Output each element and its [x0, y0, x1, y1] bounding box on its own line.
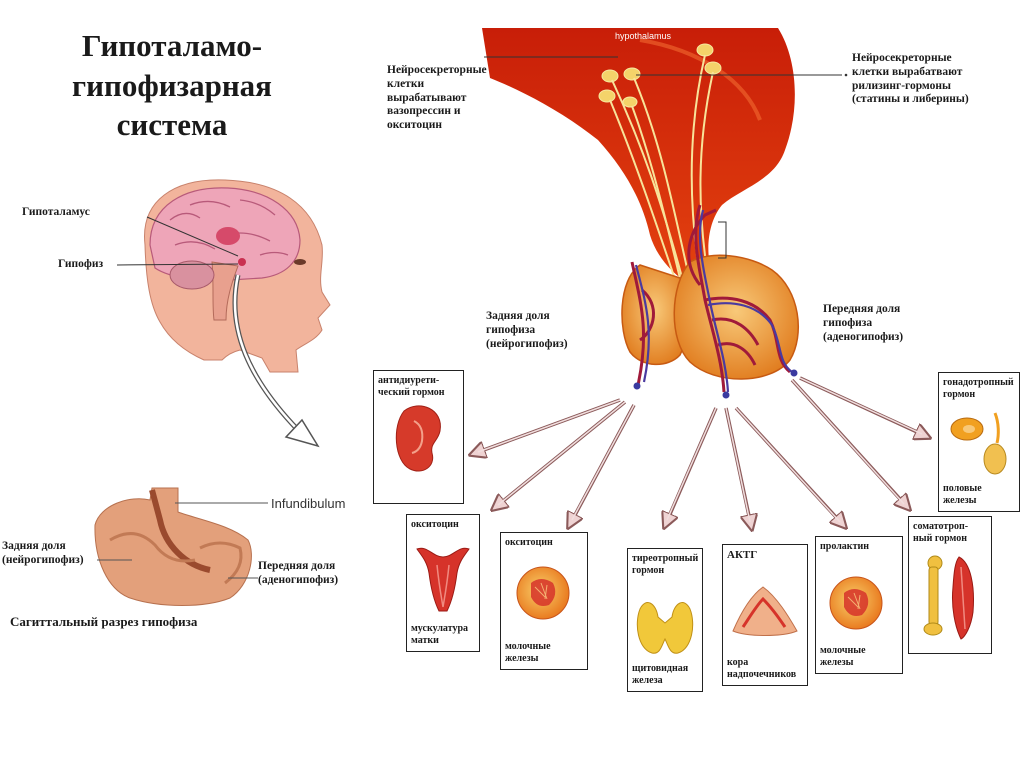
mammary-gland-icon [829, 576, 883, 630]
acth-target: кора надпочечников [727, 657, 797, 680]
anterior-lobe [673, 254, 800, 380]
hypothalamus-tissue [482, 28, 795, 285]
pituitary-dot [238, 258, 246, 266]
gonads-icon [950, 412, 1007, 475]
label-neurosecretory-right: Нейросекреторные клетки вырабатвают рили… [852, 52, 969, 106]
target-box-prolactin: пролактин молочные железы [815, 536, 903, 674]
label-posterior-lobe: Задняя доля гипофиза (нейрогипофиз) [486, 310, 568, 350]
uterus-icon [416, 547, 470, 612]
label-section-anterior: Передняя доля (аденогипофиз) [258, 560, 339, 586]
title-line-1: Гипоталамо- [81, 28, 263, 63]
adrenal-icon [732, 586, 798, 636]
head-illustration [116, 179, 331, 373]
hormone-arrows [470, 376, 930, 530]
oxytocin-uterus-title: окситоцин [411, 519, 459, 530]
acth-title: АКТГ [727, 549, 758, 561]
sagittal-section-image [94, 487, 268, 606]
thyroid-icon [636, 602, 694, 654]
oxytocin-gland-title: окситоцин [505, 537, 553, 548]
thyroid-title: тиреотропный гормон [632, 553, 699, 576]
target-box-oxytocin-uterus: окситоцин мускулатура матки [406, 514, 480, 652]
prolactin-target: молочные железы [820, 645, 866, 668]
section-caption: Сагиттальный разрез гипофиза [10, 614, 198, 629]
prolactin-title: пролактин [820, 541, 869, 552]
label-section-posterior: Задняя доля (нейрогипофиз) [2, 540, 84, 566]
gonadotropin-target: половые железы [943, 483, 982, 506]
somatotropin-title: соматотроп- ный гормон [913, 521, 969, 544]
label-infundibulum: Infundibulum [271, 496, 346, 511]
label-pituitary: Гипофиз [58, 258, 104, 270]
gonadotropin-title: гонадотропный гормон [943, 377, 1014, 400]
label-neurosecretory-left: Нейросекреторные клетки вырабатывают ваз… [387, 64, 487, 132]
bone-muscle-icon [923, 555, 974, 640]
oxytocin-gland-target: молочные железы [505, 641, 551, 664]
target-box-somatotropin: соматотроп- ный гормон [908, 516, 992, 654]
mammary-gland-icon [516, 566, 570, 620]
target-box-oxytocin-gland: окситоцин молочные железы [500, 532, 588, 670]
thyroid-target: щитовидная железа [632, 663, 689, 686]
adh-title: антидиурети- ческий гормон [378, 375, 445, 398]
cerebellum [169, 260, 215, 290]
brainstem [211, 261, 239, 321]
hypothalamus-dot [216, 227, 240, 245]
hypothalamus-illustration [482, 28, 848, 399]
page-title: Гипоталамо- гипофизарная система [22, 26, 322, 145]
label-hypothalamus-en: hypothalamus [615, 31, 672, 41]
kidney-icon [395, 405, 441, 472]
target-box-adh: антидиурети- ческий гормон [373, 370, 464, 504]
target-box-thyroid: тиреотропный гормон щитовидная железа [627, 548, 703, 692]
oxytocin-uterus-target: мускулатура матки [411, 623, 469, 646]
title-line-3: система [116, 107, 228, 143]
label-hypothalamus: Гипоталамус [22, 206, 90, 218]
label-anterior-lobe: Передняя доля гипофиза (аденогипофиз) [823, 303, 904, 343]
title-line-2: гипофизарная [72, 67, 272, 103]
target-box-gonadotropin: гонадотропный гормон половые железы [938, 372, 1020, 512]
capillaries [630, 204, 792, 393]
target-box-acth: АКТГ кора надпочечников [722, 544, 808, 686]
